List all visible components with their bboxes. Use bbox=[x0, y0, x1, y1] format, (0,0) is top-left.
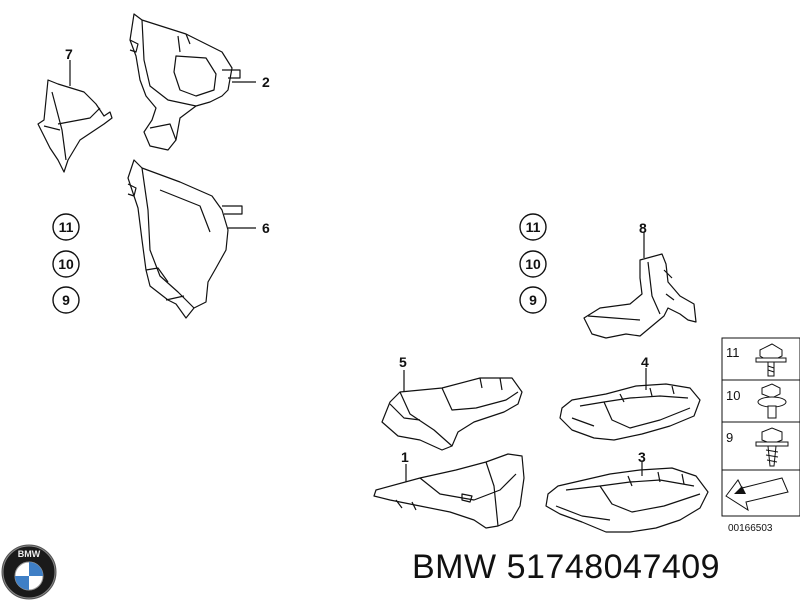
callout-5: 5 bbox=[399, 354, 407, 370]
circle-marker bbox=[519, 213, 547, 241]
circle-marker bbox=[52, 213, 80, 241]
callout-7: 7 bbox=[65, 46, 73, 62]
figure-id: 00166503 bbox=[728, 523, 773, 534]
legend-item-11: 11 bbox=[726, 345, 740, 360]
circle-label-right: 9 bbox=[529, 292, 537, 308]
circle-label-left: 9 bbox=[62, 292, 70, 308]
part-number: 51748047409 bbox=[506, 548, 721, 586]
part-4-shape bbox=[559, 383, 701, 441]
part-2-shape bbox=[129, 13, 241, 151]
bmw-logo: BMW bbox=[1, 544, 57, 600]
callout-3: 3 bbox=[638, 449, 646, 465]
brand-name: BMW bbox=[412, 548, 497, 586]
legend-item-10: 10 bbox=[726, 388, 740, 403]
callout-1: 1 bbox=[401, 449, 409, 465]
washer-bolt-icon bbox=[757, 383, 787, 419]
part-6-shape bbox=[127, 159, 243, 319]
callout-4: 4 bbox=[641, 354, 649, 370]
part-7-shape bbox=[37, 79, 113, 173]
direction-arrow-icon bbox=[725, 477, 789, 512]
bolt-icon bbox=[755, 343, 787, 377]
part-1-shape bbox=[373, 453, 525, 529]
part-5-shape bbox=[381, 377, 523, 451]
circle-marker bbox=[519, 250, 547, 278]
callout-6: 6 bbox=[262, 220, 270, 236]
circle-marker bbox=[52, 250, 80, 278]
legend-item-9: 9 bbox=[726, 430, 733, 445]
part-3-shape bbox=[545, 467, 709, 533]
circle-label-right: 10 bbox=[525, 256, 541, 272]
circle-label-left: 10 bbox=[58, 256, 74, 272]
circle-label-left: 11 bbox=[59, 219, 74, 235]
part-8-shape bbox=[583, 253, 697, 339]
callout-2: 2 bbox=[262, 74, 270, 90]
circle-marker bbox=[519, 286, 547, 314]
circle-label-right: 11 bbox=[526, 219, 541, 235]
logo-text: BMW bbox=[18, 549, 41, 559]
circle-marker bbox=[52, 286, 80, 314]
callout-8: 8 bbox=[639, 220, 647, 236]
screw-icon bbox=[755, 427, 789, 467]
fastener-legend bbox=[721, 337, 800, 517]
